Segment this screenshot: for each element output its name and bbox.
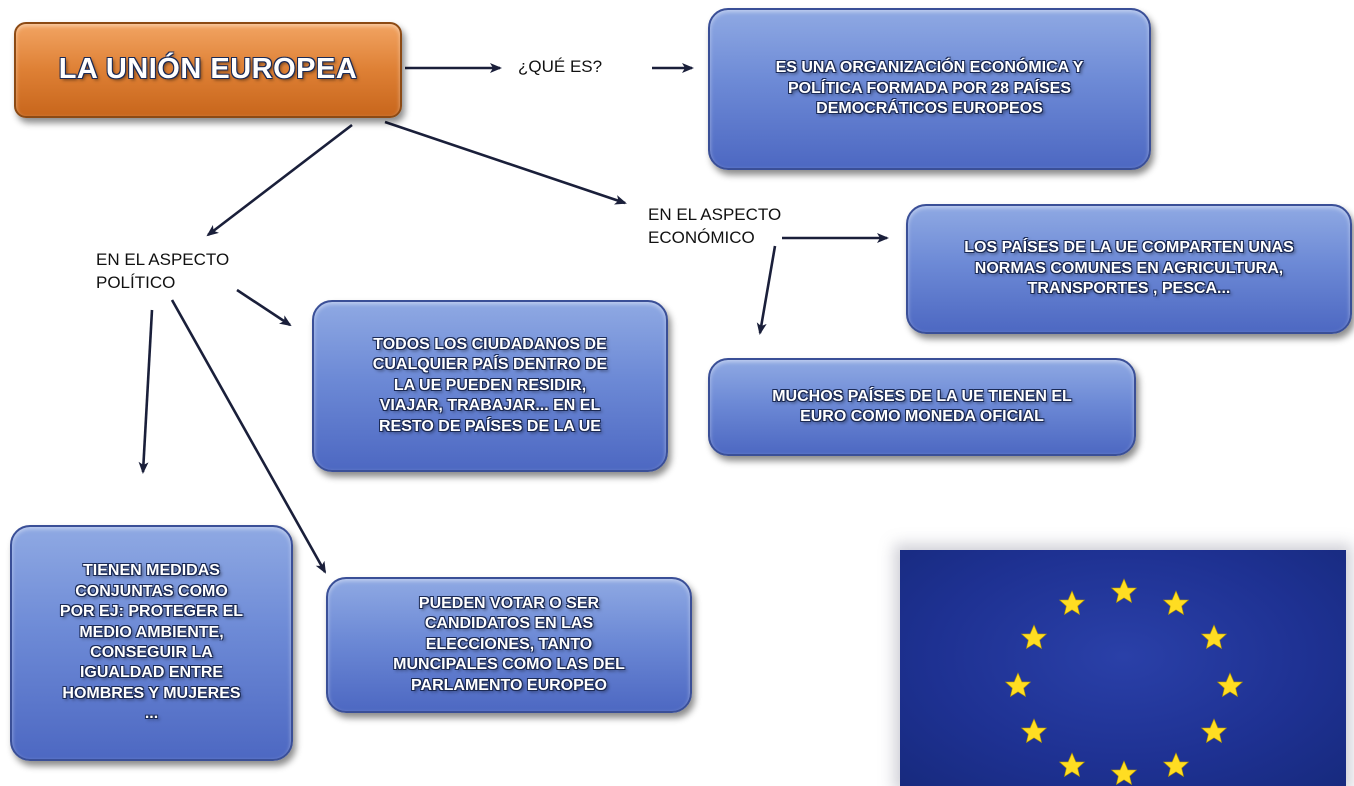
- euro-text: MUCHOS PAÍSES DE LA UE TIENEN EL EURO CO…: [772, 387, 1072, 425]
- norms-text: LOS PAÍSES DE LA UE COMPARTEN UNAS NORMA…: [964, 239, 1294, 298]
- citizens-text: TODOS LOS CIUDADANOS DE CUALQUIER PAÍS D…: [372, 335, 608, 435]
- norms-box: LOS PAÍSES DE LA UE COMPARTEN UNAS NORMA…: [906, 204, 1352, 334]
- star-icon: [1005, 672, 1031, 697]
- arrow-title-to-political: [206, 123, 353, 237]
- title-text: LA UNIÓN EUROPEA: [58, 53, 358, 86]
- vote-text: PUEDEN VOTAR O SER CANDIDATOS EN LAS ELE…: [393, 594, 625, 694]
- arrow-political-to-vote: [170, 299, 327, 574]
- eu-flag-stars: [1005, 578, 1243, 785]
- arrow-political-to-measures: [138, 309, 154, 474]
- measures-box: TIENEN MEDIDAS CONJUNTAS COMO POR EJ: PR…: [10, 525, 293, 761]
- euro-box: MUCHOS PAÍSES DE LA UE TIENEN EL EURO CO…: [708, 358, 1136, 456]
- star-icon: [1111, 760, 1137, 785]
- star-icon: [1217, 672, 1243, 697]
- star-icon: [1021, 624, 1047, 649]
- citizens-box: TODOS LOS CIUDADANOS DE CUALQUIER PAÍS D…: [312, 300, 668, 472]
- star-icon: [1021, 718, 1047, 743]
- star-icon: [1201, 624, 1227, 649]
- political-aspect-label: EN EL ASPECTO POLÍTICO: [96, 250, 230, 292]
- definition-text: ES UNA ORGANIZACIÓN ECONÓMICA Y POLÍTICA…: [775, 59, 1084, 118]
- arrow-political-to-citizens: [236, 288, 292, 327]
- arrow-title-to-economic: [384, 120, 627, 205]
- title-box: LA UNIÓN EUROPEA: [14, 22, 402, 118]
- star-icon: [1111, 578, 1137, 603]
- economic-aspect-label: EN EL ASPECTO ECONÓMICO: [648, 205, 782, 247]
- question-label: ¿QUÉ ES?: [518, 57, 603, 76]
- definition-box: ES UNA ORGANIZACIÓN ECONÓMICA Y POLÍTICA…: [708, 8, 1151, 170]
- arrow-economic-to-euro: [756, 245, 777, 335]
- star-icon: [1059, 752, 1085, 777]
- star-icon: [1059, 590, 1085, 615]
- star-icon: [1201, 718, 1227, 743]
- star-icon: [1163, 590, 1189, 615]
- measures-text: TIENEN MEDIDAS CONJUNTAS COMO POR EJ: PR…: [59, 562, 244, 723]
- star-icon: [1163, 752, 1189, 777]
- vote-box: PUEDEN VOTAR O SER CANDIDATOS EN LAS ELE…: [326, 577, 692, 713]
- eu-flag: [900, 550, 1346, 786]
